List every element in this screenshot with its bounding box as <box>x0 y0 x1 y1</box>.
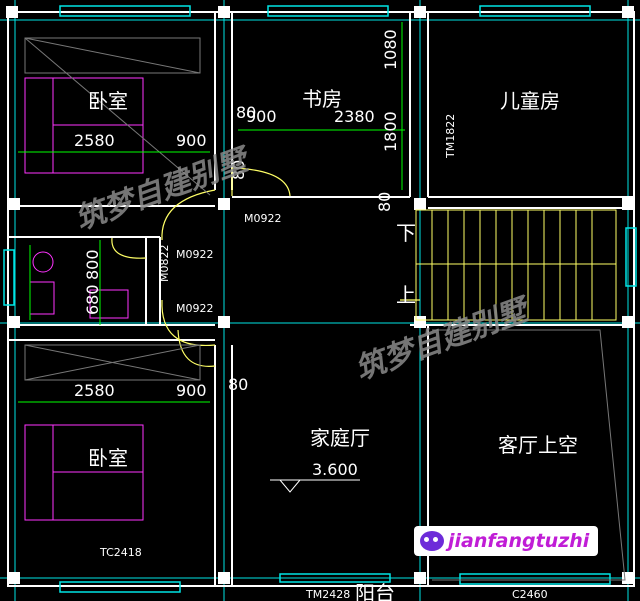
code-tm1822: TM1822 <box>444 114 457 159</box>
windows <box>3 5 637 593</box>
level-mark: 3.600 <box>312 460 358 479</box>
dim-2580-top: 2580 <box>74 131 115 150</box>
code-tc2418: TC2418 <box>99 546 142 559</box>
dim-80-mid: 80 <box>229 160 248 180</box>
dim-2380: 2380 <box>334 107 375 126</box>
code-c2460: C2460 <box>512 588 548 601</box>
code-m0922-c: M0922 <box>176 302 214 315</box>
wardrobes <box>24 37 626 581</box>
room-label-balcony: 阳台 <box>355 581 395 601</box>
dim-1080: 1080 <box>381 29 400 70</box>
walls <box>7 11 635 587</box>
stair-down-label: 下 <box>396 221 416 245</box>
dim-900-bottom: 900 <box>176 381 207 400</box>
dim-680: 680 <box>83 284 102 315</box>
dim-80-bottom: 80 <box>228 375 248 394</box>
dim-800: 800 <box>83 249 102 280</box>
wechat-badge: jianfangtuzhi <box>414 526 598 556</box>
dimension-lines <box>18 22 405 403</box>
room-label-bedroom-top: 卧室 <box>88 89 128 113</box>
dim-900-top-left: 900 <box>176 131 207 150</box>
dim-2580-bottom: 2580 <box>74 381 115 400</box>
columns <box>6 6 634 584</box>
dim-1800: 1800 <box>381 111 400 152</box>
code-m0922-b: M0922 <box>176 248 214 261</box>
wechat-icon <box>420 531 444 551</box>
dim-900-study: 900 <box>246 107 277 126</box>
room-label-kids-room: 儿童房 <box>500 89 560 113</box>
dim-80-stair: 80 <box>375 192 394 212</box>
room-label-family-hall: 家庭厅 <box>310 426 370 450</box>
badge-text: jianfangtuzhi <box>448 530 590 552</box>
stair <box>415 209 617 321</box>
level-triangle-icon <box>270 479 360 493</box>
room-label-living-void: 客厅上空 <box>498 433 578 457</box>
watermark-bottom: 筑梦自建别墅 <box>351 291 537 387</box>
room-label-bedroom-bottom: 卧室 <box>88 446 128 470</box>
room-label-study: 书房 <box>302 87 342 111</box>
dim-80-top: 80 <box>236 103 256 122</box>
code-m0822: M0822 <box>158 245 171 283</box>
doors <box>111 167 420 367</box>
code-m0922-a: M0922 <box>244 212 282 225</box>
stair-up-label: 上 <box>396 283 416 307</box>
code-tm2428: TM2428 <box>305 588 350 601</box>
